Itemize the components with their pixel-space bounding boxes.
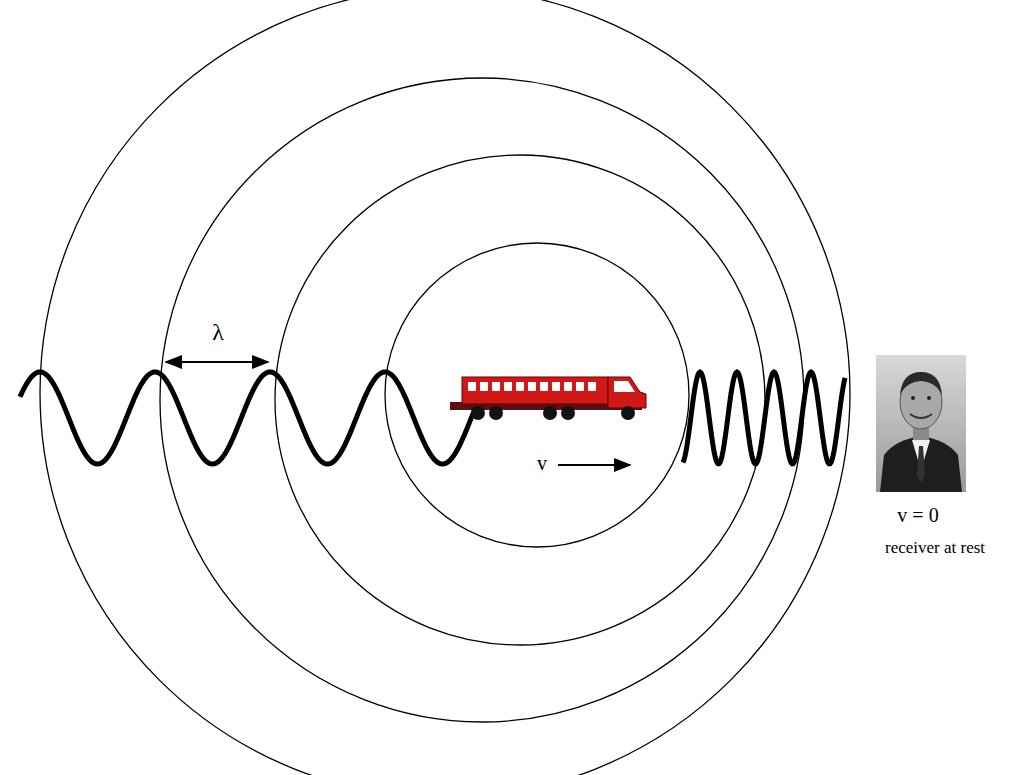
truck-body [462,377,608,404]
suit [880,436,962,492]
velocity-symbol: v [535,452,549,474]
wavelength-symbol: λ [210,319,226,345]
wavefront [40,0,850,775]
truck-windows [468,382,596,391]
tie [917,446,925,482]
truck-wheels [471,406,635,420]
wavelength-arrow [166,361,268,363]
stretched-wave [20,372,475,464]
photo-frame [876,355,966,492]
cab-window [614,381,635,392]
receiver-caption: receiver at rest [883,539,987,558]
hair [900,372,942,395]
wavefront-circles [40,0,850,775]
velocity-arrow [558,464,630,466]
smile [910,414,932,418]
compressed-wave [683,372,845,464]
receiver-photo [876,355,966,492]
truck-cab [608,377,646,408]
wavefront [385,243,689,547]
fire-truck [450,377,646,420]
receiver-velocity: v = 0 [895,504,940,526]
